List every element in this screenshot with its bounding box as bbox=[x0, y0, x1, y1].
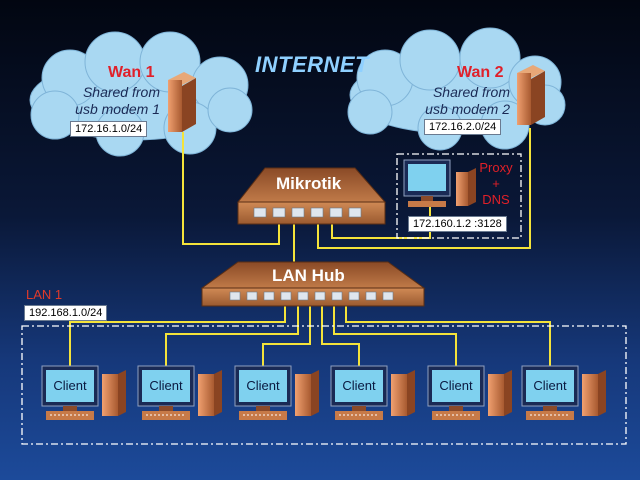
wan1-description: Shared from usb modem 1 bbox=[62, 84, 160, 118]
wan2-description: Shared from usb modem 2 bbox=[404, 84, 510, 118]
lan-hub-label: LAN Hub bbox=[272, 266, 345, 285]
wan1-server-icon bbox=[168, 72, 196, 132]
client-computer-icon bbox=[234, 365, 319, 420]
proxy-address: 172.160.1.2 :3128 bbox=[408, 216, 507, 232]
client-computer-icon bbox=[521, 365, 606, 420]
wan2-server-icon bbox=[517, 65, 545, 125]
client-computer-icon bbox=[41, 365, 126, 420]
wan2-label: Wan 2 bbox=[457, 64, 504, 81]
wan1-desc-line2: usb modem 1 bbox=[75, 101, 160, 117]
client-label: Client bbox=[149, 378, 183, 393]
mikrotik-router-icon bbox=[236, 167, 387, 225]
wan2-desc-line2: usb modem 2 bbox=[425, 101, 510, 117]
lan-hub-icon bbox=[200, 261, 426, 307]
proxy-dashed-box bbox=[396, 153, 522, 239]
client-computer-icon bbox=[427, 365, 512, 420]
client-label: Client bbox=[439, 378, 473, 393]
wan1-subnet: 172.16.1.0/24 bbox=[70, 121, 148, 137]
lan-dashed-box bbox=[21, 325, 627, 445]
client-label: Client bbox=[246, 378, 280, 393]
wan1-desc-line1: Shared from bbox=[82, 84, 160, 100]
wan2-desc-line1: Shared from bbox=[432, 84, 510, 100]
wan2-subnet: 172.16.2.0/24 bbox=[424, 119, 502, 135]
dns-label: DNS bbox=[482, 192, 510, 207]
proxy-label: Proxy bbox=[479, 160, 513, 175]
wan1-label: Wan 1 bbox=[108, 64, 155, 81]
lan1-label: LAN 1 bbox=[26, 287, 63, 302]
client-computer-icon bbox=[330, 365, 415, 420]
internet-title: INTERNET bbox=[255, 52, 369, 77]
client-label: Client bbox=[53, 378, 87, 393]
proxy-computer-icon bbox=[403, 159, 476, 207]
client-label: Client bbox=[533, 378, 567, 393]
client-label: Client bbox=[342, 378, 376, 393]
client-computer-icon bbox=[137, 365, 222, 420]
wan2-cloud bbox=[347, 27, 566, 151]
lan1-subnet: 192.168.1.0/24 bbox=[24, 305, 108, 321]
proxy-dns-label: Proxy + DNS bbox=[474, 160, 518, 208]
mikrotik-label: Mikrotik bbox=[276, 174, 342, 193]
proxy-plus: + bbox=[492, 176, 500, 191]
